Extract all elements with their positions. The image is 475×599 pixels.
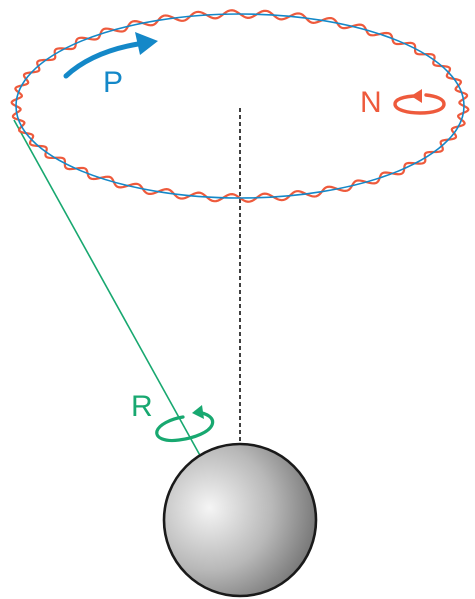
spin-axis <box>13 119 208 469</box>
precession-orbit <box>15 13 465 199</box>
central-sphere <box>162 442 318 598</box>
nutation-label: N <box>360 86 382 119</box>
nutation-rotation-icon <box>393 89 446 115</box>
rotation-icon <box>155 405 215 443</box>
rotation-label: R <box>131 390 153 423</box>
precession-arrow-icon <box>63 32 158 79</box>
precession-label: P <box>103 66 123 99</box>
